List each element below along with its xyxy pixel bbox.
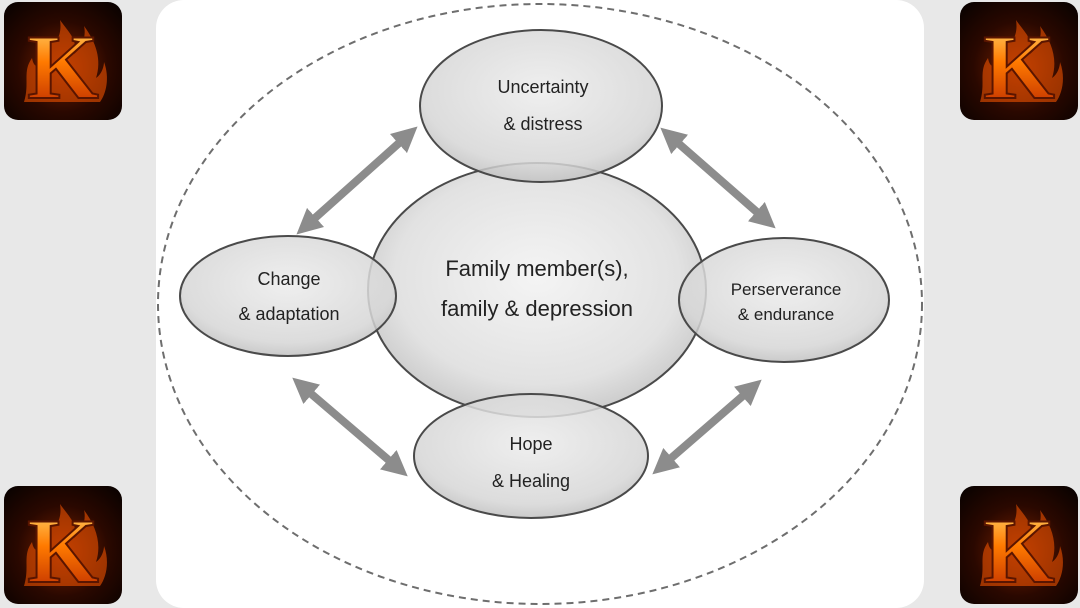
- arrow-bottom-left: [292, 377, 408, 477]
- center-label-line1: Family member(s),: [445, 256, 628, 281]
- arrow-bottom-right: [652, 379, 762, 475]
- svg-text:K: K: [983, 500, 1055, 602]
- top-label-line2: & distress: [503, 114, 582, 134]
- flaming-k-icon: K: [960, 2, 1078, 120]
- flaming-k-icon: K: [960, 486, 1078, 604]
- right-label-line1: Perserverance: [731, 280, 842, 299]
- svg-text:K: K: [983, 16, 1055, 118]
- flaming-k-logo-bottom-right: K: [960, 486, 1078, 604]
- arrow-top-right: [660, 127, 776, 229]
- flaming-k-icon: K: [4, 2, 122, 120]
- center-label-line2: family & depression: [441, 296, 633, 321]
- flaming-k-logo-top-left: K: [4, 2, 122, 120]
- right-label-line2: & endurance: [738, 305, 834, 324]
- svg-text:K: K: [27, 16, 99, 118]
- top-ellipse: [419, 29, 663, 183]
- top-label-line1: Uncertainty: [497, 77, 588, 97]
- center-ellipse: [367, 162, 707, 418]
- arrow-top-left: [296, 126, 418, 235]
- right-ellipse: [678, 237, 890, 363]
- flaming-k-logo-top-right: K: [960, 2, 1078, 120]
- flaming-k-icon: K: [4, 486, 122, 604]
- flaming-k-logo-bottom-left: K: [4, 486, 122, 604]
- outer-dashed-boundary: [157, 3, 923, 605]
- left-label-line2: & adaptation: [238, 304, 339, 324]
- bottom-ellipse: [413, 393, 649, 519]
- left-label-line1: Change: [257, 269, 320, 289]
- svg-text:K: K: [27, 500, 99, 602]
- bottom-label-line2: & Healing: [492, 471, 570, 491]
- left-ellipse: [179, 235, 397, 357]
- bottom-label-line1: Hope: [509, 434, 552, 454]
